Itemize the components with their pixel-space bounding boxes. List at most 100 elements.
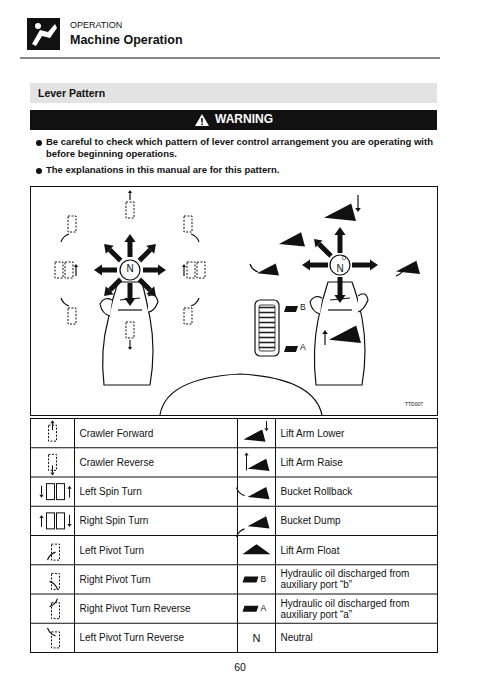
turn-arrow [191, 234, 199, 242]
left-hand [100, 282, 158, 385]
float-symbol [243, 544, 271, 554]
arrow-shaft [310, 263, 328, 268]
table-cell: Bucket Dump [281, 506, 435, 535]
foot-pedal [255, 300, 298, 356]
crawler-track [57, 484, 65, 500]
section-icon [27, 18, 60, 50]
arrow-shaft [352, 263, 370, 268]
arrow-head [124, 298, 135, 306]
turn-arrow [50, 581, 58, 589]
arrow-shaft [41, 486, 42, 495]
arrow-shaft [75, 267, 76, 276]
arrow-head [39, 495, 43, 498]
table-cell: Left Pivot Turn Reverse [80, 623, 235, 652]
table-cell: Lift Arm Lower [281, 419, 435, 448]
neutral-mark: N [125, 263, 135, 275]
figure-code: TTD007 [405, 402, 435, 408]
arrow-shaft [52, 423, 53, 430]
arrow-head [146, 244, 156, 254]
turn-arrow [50, 599, 58, 607]
pedal-symbol [243, 606, 259, 612]
arrow-head [334, 227, 345, 235]
arrow-shaft [266, 421, 267, 428]
crawler-track [126, 202, 134, 218]
arrow-head [128, 347, 132, 350]
lever-mark: O [340, 255, 348, 262]
arrow-head [182, 264, 186, 267]
crawler-track [55, 262, 63, 278]
bucket-symbol [248, 459, 270, 471]
warning-heading: WARNING [215, 113, 273, 127]
arrow-shaft [143, 268, 158, 273]
table-row-line [31, 535, 438, 536]
arrow-head [334, 295, 345, 303]
bucket-symbol [257, 263, 279, 275]
bucket-symbol [329, 325, 361, 343]
table-row-line [31, 506, 438, 507]
table-cell: Lift Arm Raise [281, 448, 435, 477]
section-band: Lever Pattern [30, 83, 437, 103]
turn-arrow [396, 268, 404, 276]
console-outline [160, 374, 322, 415]
table-cell: Crawler Reverse [80, 448, 235, 477]
page-title: Machine Operation [70, 33, 183, 47]
right-hand [310, 282, 368, 385]
arrow-head [104, 244, 114, 254]
table-cell: Neutral [281, 623, 435, 652]
arrow-head [322, 330, 328, 334]
crawler-track [197, 262, 205, 278]
arrow-shaft [246, 455, 247, 470]
bullet-dot [36, 140, 42, 146]
lever-knob [330, 255, 350, 275]
crawler-track [126, 322, 134, 338]
arrow-shaft [183, 267, 184, 276]
table-cell: Hydraulic oil discharged from auxiliary … [281, 594, 435, 623]
arrow-shaft [102, 268, 117, 273]
table-cell: Lift Arm Float [281, 536, 435, 565]
table-row-line [31, 623, 438, 624]
page-number: 60 [200, 661, 280, 673]
arrow-head [74, 264, 78, 267]
arrow-head [94, 264, 102, 275]
bucket-symbol [244, 430, 266, 442]
arrow-head [50, 472, 54, 475]
pedal-symbol [243, 576, 259, 582]
arrow-shaft [338, 235, 343, 253]
arrow-head [355, 208, 361, 212]
lever-knob [120, 260, 140, 280]
arrow-head [50, 420, 54, 423]
arrow-shaft [52, 465, 53, 472]
arrow-shaft [139, 279, 150, 290]
crawler-track [47, 484, 55, 500]
arrow-shaft [110, 250, 121, 261]
table-cell: Right Pivot Turn [80, 565, 235, 594]
table-row-line [31, 477, 438, 478]
crawler-track [57, 513, 65, 529]
neutral-mark: N [335, 263, 345, 275]
turn-arrow [48, 552, 56, 560]
table-cell: Left Pivot Turn [80, 536, 235, 565]
turn-arrow [48, 628, 56, 636]
arrow-shaft [110, 279, 121, 290]
arrow-shaft [319, 244, 331, 256]
bucket-symbol [248, 516, 270, 528]
warning-triangle-shape [195, 114, 209, 126]
section-label: OPERATION [70, 20, 190, 30]
arrow-head [67, 524, 71, 527]
header-rule [20, 58, 440, 59]
table-row-line [31, 447, 438, 448]
table-row-line [31, 594, 438, 595]
arrow-head [264, 428, 268, 431]
arrow-shaft [69, 489, 70, 498]
turn-arrow [191, 298, 199, 306]
turn-arrow [250, 264, 258, 272]
arrow-shaft [139, 250, 150, 261]
bucket-symbol [396, 261, 420, 274]
crawler-track [65, 262, 73, 278]
warning-mark [201, 118, 203, 123]
turn-arrow [61, 234, 69, 242]
arrow-head [146, 286, 156, 296]
bucket-symbol [279, 232, 305, 246]
crawler-track [187, 262, 195, 278]
port-callout: A [300, 343, 312, 353]
